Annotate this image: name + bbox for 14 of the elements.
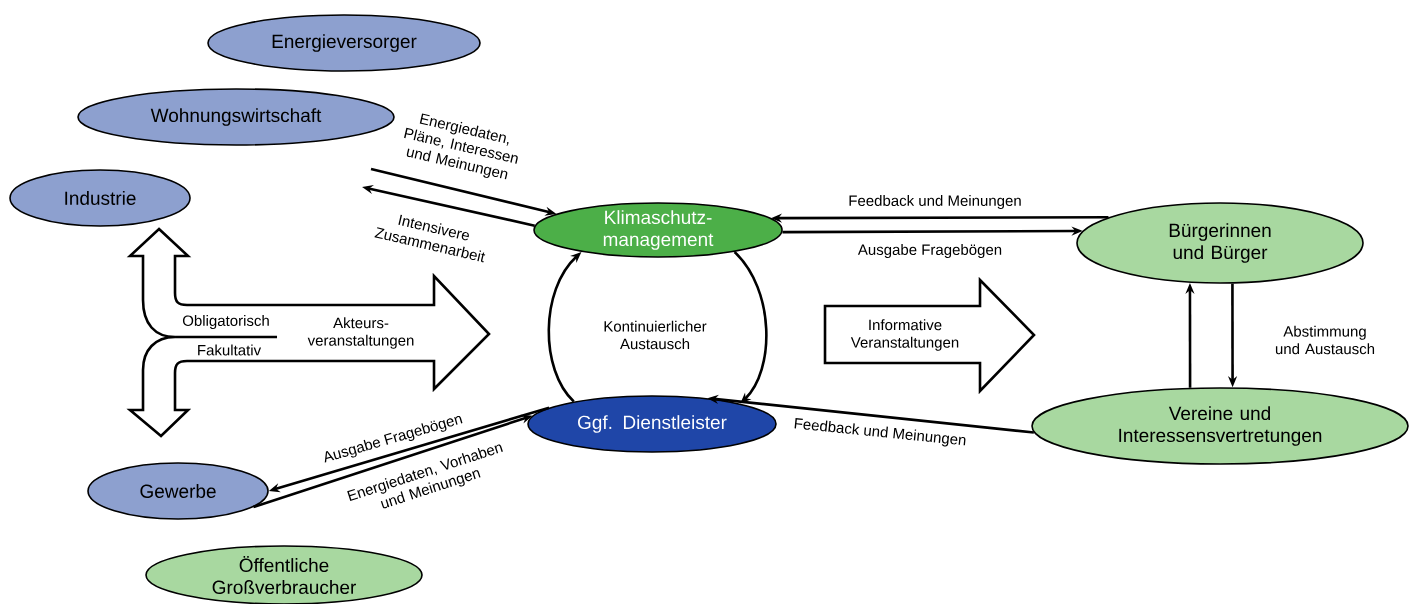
edge-label: Feedback und Meinungen [847,194,1023,210]
ellipse-node: Gewerbe [87,462,269,520]
center-label: Kontinuierlicher Austausch [604,320,707,350]
ellipse-node: Ggf. Dienstleister [527,395,777,453]
ellipse-node: Industrie [9,169,191,227]
ellipse-node: Bürgerinnen und Bürger [1076,202,1364,284]
edge-label: Ausgabe Fragebögen [856,243,1004,259]
edge-label: Feedback und Meinungen [791,416,969,450]
ellipse-node: Wohnungswirtschaft [77,88,395,146]
ellipse-node: Klimaschutz- management [533,202,783,258]
ellipse-node: Öffentliche Großverbraucher [145,545,423,604]
edge-label: Abstimmung und Austausch [1264,324,1386,356]
ellipse-node: Energieversorger [207,14,481,72]
ellipse-node: Vereine und Interessensvertretungen [1031,387,1409,465]
